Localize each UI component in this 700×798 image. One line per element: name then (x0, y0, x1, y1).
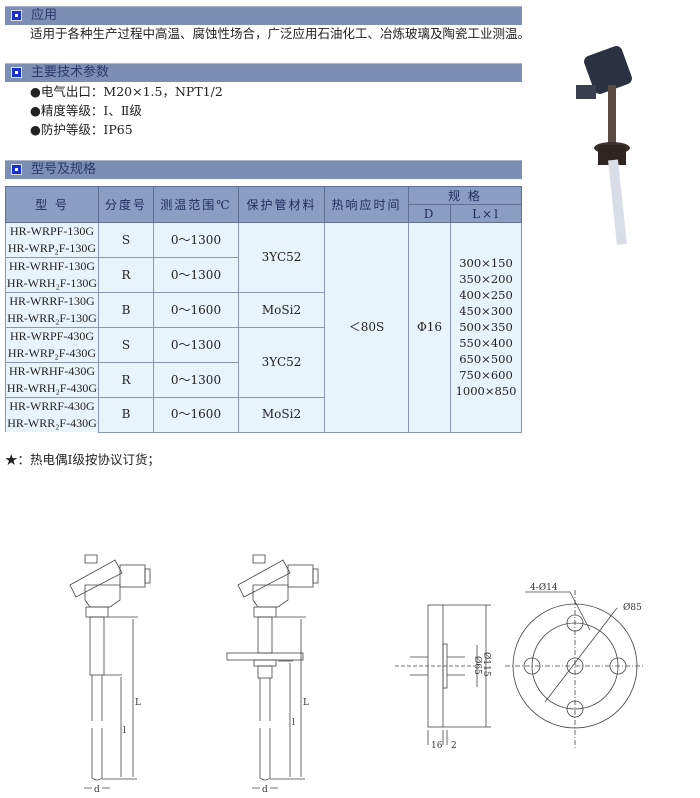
model-cell: HR-WRH₂F-130G (5, 275, 99, 293)
model-cell: HR-WRR₂F-430G (5, 415, 99, 432)
lxi-value: 500×350 (459, 320, 513, 335)
dim-d-label: d (94, 785, 100, 795)
dim-boss-label: Ø65 (472, 656, 483, 675)
header-grade: 分度号 (98, 186, 154, 223)
time-cell: ＜80S (324, 222, 409, 433)
grade-cell: R (98, 257, 154, 293)
model-cell: HR-WRH₂F-430G (5, 380, 99, 398)
lxi-value: 300×150 (459, 256, 513, 271)
header-model: 型 号 (5, 186, 99, 223)
dim-pcd-label: Ø85 (623, 602, 642, 613)
lxi-value: 1000×850 (455, 384, 517, 399)
model-cell: HR-WRRF-130G (5, 292, 99, 310)
section-header-models: 型号及规格 (5, 160, 522, 179)
dim-L-label: L (303, 698, 309, 708)
header-d: D (408, 204, 451, 223)
model-cell: HR-WRHF-430G (5, 362, 99, 380)
thermocouple-straight-drawing: L l d (69, 554, 151, 795)
header-lxi: L×l (449, 204, 523, 223)
d-cell: Φ16 (408, 222, 451, 433)
model-cell: HR-WRR₂F-130G (5, 310, 99, 328)
param-item: ●电气出口：M20×1.5，NPT1/2 (30, 84, 223, 99)
dim-l-label: l (292, 718, 295, 728)
range-cell: 0～1300 (153, 257, 239, 293)
thermocouple-flange-drawing: L l d (226, 554, 319, 795)
lxi-value: 650×500 (459, 352, 513, 367)
lxi-value: 450×300 (459, 304, 513, 319)
lxi-value: 750×600 (459, 368, 513, 383)
section-header-params: 主要技术参数 (5, 63, 522, 82)
grade-cell: B (98, 292, 154, 328)
param-item: ●防护等级：IP65 (30, 122, 133, 137)
section-header-application: 应用 (5, 6, 522, 25)
range-cell: 0～1300 (153, 327, 239, 363)
product-photo (576, 46, 632, 246)
dim-l-label: l (123, 726, 126, 736)
model-cell: HR-WRP₂F-430G (5, 345, 99, 363)
param-item: ●精度等级：Ⅰ、Ⅱ级 (30, 103, 142, 118)
application-text: 适用于各种生产过程中高温、腐蚀性场合，广泛应用石油化工、冶炼玻璃及陶瓷工业测温。 (30, 26, 531, 41)
footnote: ★：热电偶Ⅰ级按协议订货； (5, 452, 160, 467)
grade-cell: B (98, 397, 154, 433)
lxi-value: 550×400 (459, 336, 513, 351)
square-bullet-icon (11, 67, 22, 78)
dim-L-label: L (135, 698, 141, 708)
grade-cell: S (98, 327, 154, 363)
material-cell: MoSi2 (238, 397, 325, 433)
material-cell: MoSi2 (238, 292, 325, 328)
grade-cell: R (98, 362, 154, 398)
dim-thickness-label: 16 (431, 741, 443, 751)
header-time: 热响应时间 (324, 186, 409, 223)
model-cell: HR-WRP₂F-130G (5, 240, 99, 258)
model-cell: HR-WRRF-430G (5, 397, 99, 415)
header-spec: 规 格 (407, 186, 523, 205)
square-bullet-icon (11, 164, 22, 175)
range-cell: 0～1300 (153, 222, 239, 258)
dim-gap-label: 2 (451, 741, 457, 751)
lxi-value: 400×250 (459, 288, 513, 303)
range-cell: 0～1300 (153, 362, 239, 398)
range-cell: 0～1600 (153, 397, 239, 433)
dim-od-label: Ø115 (481, 652, 492, 677)
header-material: 保护管材料 (238, 186, 325, 223)
model-cell: HR-WRPF-430G (5, 327, 99, 345)
header-range: 测温范围℃ (153, 186, 239, 223)
flange-drawing: Ø65 Ø115 16 2 4-Ø14 Ø85 (395, 582, 645, 751)
square-bullet-icon (11, 10, 22, 21)
dim-holes-label: 4-Ø14 (530, 582, 558, 593)
thermocouple-drawings: L l d L l d (69, 554, 319, 795)
model-cell: HR-WRPF-130G (5, 222, 99, 240)
dim-d-label: d (262, 785, 268, 795)
model-cell: HR-WRHF-130G (5, 257, 99, 275)
material-cell: 3YC52 (238, 222, 325, 293)
material-cell: 3YC52 (238, 327, 325, 398)
grade-cell: S (98, 222, 154, 258)
lxi-value: 350×200 (459, 272, 513, 287)
range-cell: 0～1600 (153, 292, 239, 328)
